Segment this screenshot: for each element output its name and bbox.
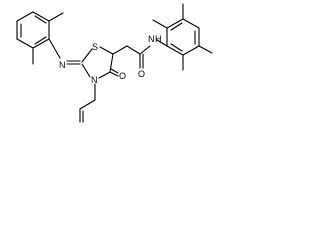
methyl-bond-para xyxy=(198,45,213,54)
thiazolidinone-ring xyxy=(81,46,114,79)
methylene-bond xyxy=(112,45,128,55)
atom-h-amide: H xyxy=(155,34,162,44)
allyl-group xyxy=(79,83,96,123)
acyl-bond xyxy=(126,45,141,55)
left-dimethylphenyl-ring xyxy=(16,11,50,49)
ring-carbonyl-bond-a xyxy=(109,71,119,77)
n-aryl-bond xyxy=(156,39,168,47)
chemical-structure-diagram: N S N O O N xyxy=(0,0,214,124)
methyl-bond-upper xyxy=(48,12,64,22)
atom-n-ring: N xyxy=(91,75,98,85)
atom-s-ring: S xyxy=(92,42,98,52)
amide-cn-bond xyxy=(139,45,151,55)
molecule-drawing: N S N O O N xyxy=(16,3,213,123)
aryl-n-bond xyxy=(48,38,61,59)
ring-carbonyl-bond-b xyxy=(110,68,119,74)
atom-o-ring: O xyxy=(119,71,126,81)
atom-n-imine: N xyxy=(59,60,66,70)
mesityl-ring xyxy=(166,18,200,56)
methyl-bond-ortho-top xyxy=(152,19,168,29)
atom-n-amide: N xyxy=(148,34,155,44)
atom-o-amide: O xyxy=(138,69,145,79)
